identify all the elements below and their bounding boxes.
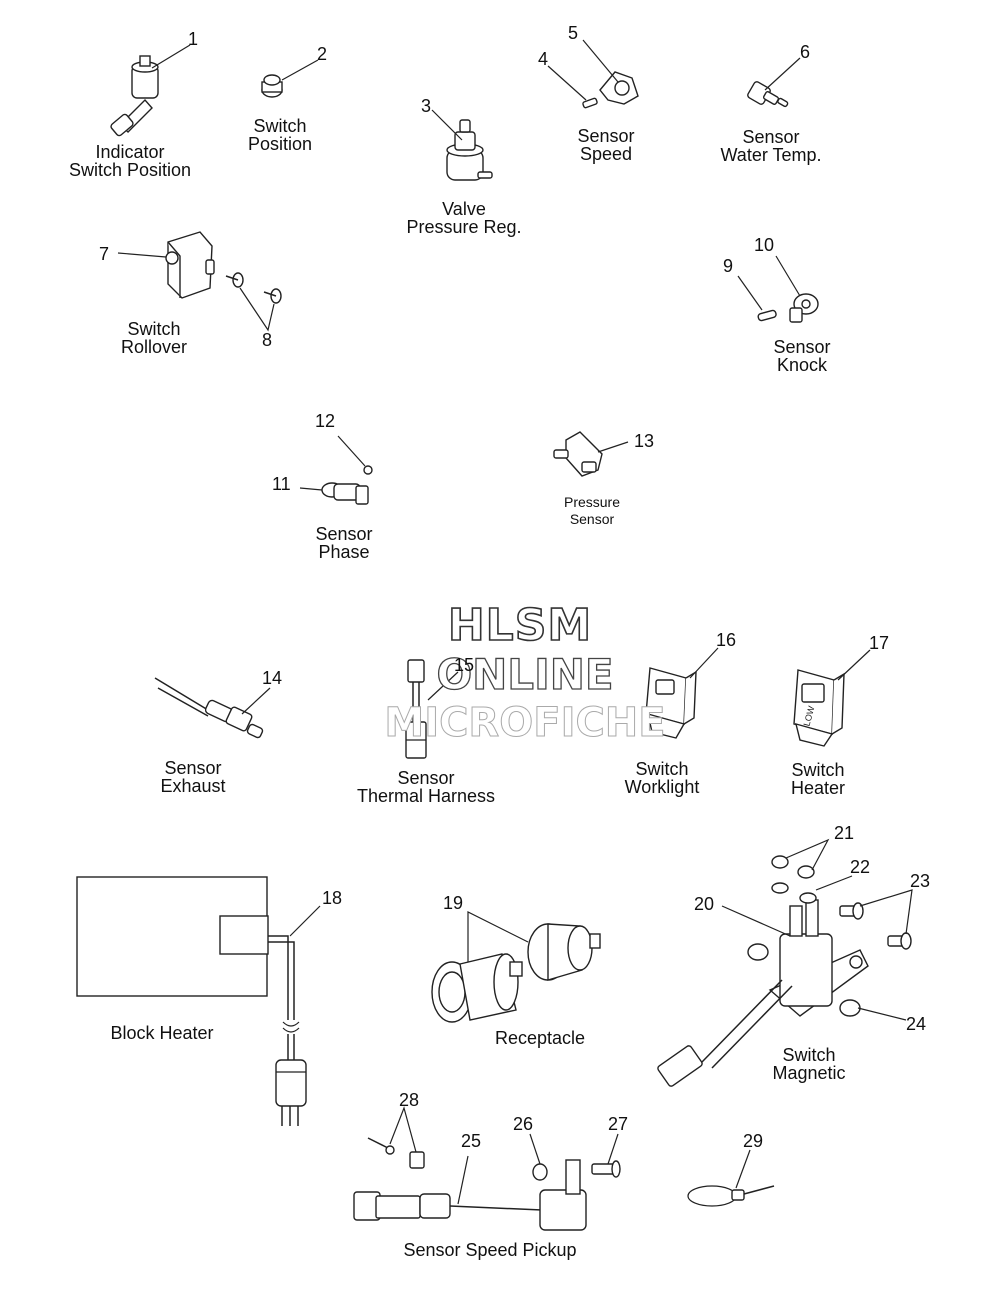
callout-28: 28 (399, 1090, 420, 1110)
callout-12: 12 (315, 411, 336, 431)
callout-7: 7 (99, 244, 110, 264)
sensor-knock-part (757, 293, 819, 323)
label-sensor-exhaust: Sensor Exhaust (160, 758, 226, 796)
callout-5: 5 (568, 23, 579, 43)
valve-pressure-reg-part (446, 119, 493, 181)
callout-6: 6 (800, 42, 811, 62)
callout-19: 19 (443, 893, 464, 913)
indicator-switch-position-part (110, 55, 159, 137)
sensor-phase-part (321, 465, 373, 505)
sensor-exhaust-part (154, 677, 264, 739)
callout-16: 16 (716, 630, 737, 650)
switch-position-part (261, 74, 283, 98)
label-indicator-switch-position: Indicator Switch Position (68, 142, 192, 180)
callout-8: 8 (262, 330, 273, 350)
watermark-online: ONLINE (436, 649, 614, 699)
sensor-water-temp-part (747, 81, 789, 108)
switch-heater-part: LOW (793, 669, 845, 747)
pressure-sensor-part (553, 431, 603, 477)
callout-17: 17 (869, 633, 890, 653)
callout-18: 18 (322, 888, 343, 908)
label-pressure-sensor: Pressure Sensor (563, 494, 621, 527)
block-heater-part (76, 876, 307, 1126)
switch-magnetic-part (657, 855, 912, 1087)
watermark-microfiche: MICROFICHE (384, 700, 666, 747)
sensor-speed-part (582, 71, 639, 109)
callout-4: 4 (538, 49, 549, 69)
callout-21: 21 (834, 823, 855, 843)
receptacle-part (431, 923, 601, 1023)
label-sensor-phase: Sensor Phase (315, 524, 373, 562)
callout-14: 14 (262, 668, 283, 688)
label-switch-worklight: Switch Worklight (624, 759, 700, 797)
callout-11: 11 (272, 474, 291, 494)
label-switch-rollover: Switch Rollover (120, 319, 188, 357)
label-switch-heater: Switch Heater (790, 760, 846, 798)
callout-25: 25 (461, 1131, 482, 1151)
switch-rollover-part (165, 231, 215, 299)
label-sensor-speed: Sensor Speed (577, 126, 635, 164)
callout-2: 2 (317, 44, 328, 64)
callout-15: 15 (454, 655, 475, 675)
label-sensor-thermal-harness: Sensor Thermal Harness (356, 768, 496, 806)
label-switch-position: Switch Position (247, 116, 313, 154)
callout-20: 20 (694, 894, 715, 914)
label-switch-magnetic: Switch Magnetic (772, 1045, 846, 1083)
callout-1: 1 (188, 29, 199, 49)
label-sensor-knock: Sensor Knock (773, 337, 831, 375)
label-sensor-speed-pickup: Sensor Speed Pickup (403, 1240, 577, 1260)
cable-tie-part (687, 1185, 775, 1207)
callout-3: 3 (421, 96, 432, 116)
watermark-hlsm: HLSM (447, 599, 593, 652)
callout-24: 24 (906, 1014, 927, 1034)
label-valve-pressure-reg: Valve Pressure Reg. (406, 199, 522, 237)
callout-23: 23 (910, 871, 931, 891)
label-block-heater: Block Heater (110, 1023, 214, 1043)
sensor-speed-pickup-part (353, 1137, 621, 1231)
sensor-thermal-harness-part (405, 659, 427, 759)
rollover-screws-part (225, 272, 282, 304)
callout-13: 13 (634, 431, 655, 451)
label-receptacle: Receptacle (494, 1028, 586, 1048)
callout-10: 10 (754, 235, 775, 255)
callout-9: 9 (723, 256, 734, 276)
callout-26: 26 (513, 1114, 534, 1134)
callout-29: 29 (743, 1131, 764, 1151)
callout-27: 27 (608, 1114, 629, 1134)
callout-22: 22 (850, 857, 871, 877)
label-sensor-water-temp: Sensor Water Temp. (720, 127, 822, 165)
switch-worklight-part (645, 667, 697, 739)
